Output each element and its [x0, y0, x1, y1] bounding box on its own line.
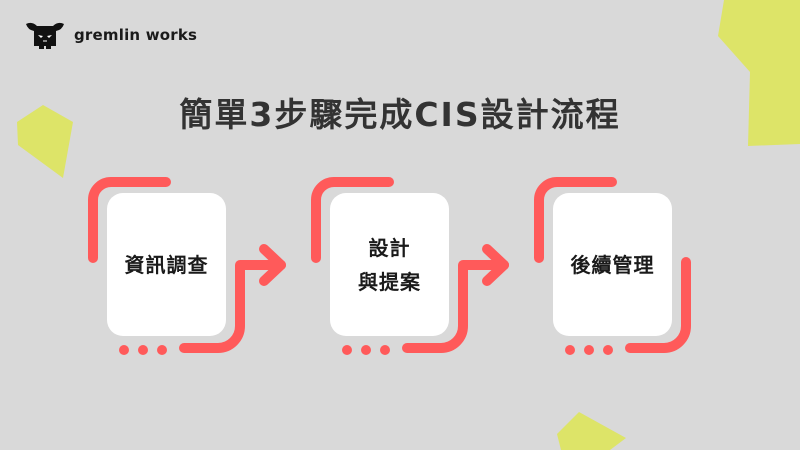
yellow-shape-left: [17, 105, 73, 178]
yellow-shape-top-right: [718, 0, 800, 146]
bottom-right-arc-3: [625, 257, 691, 353]
brand-logo: gremlin works: [24, 20, 197, 50]
gremlin-mascot-icon: [26, 22, 64, 49]
step-card-2: 設計 與提案: [330, 193, 449, 336]
dot: [380, 345, 390, 355]
top-left-arc-2: [311, 177, 394, 263]
step-label: 設計 與提案: [358, 235, 421, 294]
arrowhead-2: [482, 244, 509, 286]
step-card-3: 後續管理: [553, 193, 672, 336]
dot: [138, 345, 148, 355]
top-left-arc-1: [88, 177, 171, 263]
arrow-connector-2: [402, 260, 509, 353]
step-label: 後續管理: [570, 252, 655, 277]
dot: [361, 345, 371, 355]
top-left-arc-3: [534, 177, 617, 263]
dot: [157, 345, 167, 355]
step-card-1: 資訊調查: [107, 193, 226, 336]
dot: [584, 345, 594, 355]
arrowhead-1: [259, 244, 286, 286]
dot: [603, 345, 613, 355]
brand-name: gremlin works: [74, 26, 198, 44]
dot: [342, 345, 352, 355]
dot: [119, 345, 129, 355]
dot: [565, 345, 575, 355]
arrow-connector-1: [179, 260, 286, 353]
yellow-shape-bottom: [557, 412, 626, 450]
page-title: 簡單3步驟完成CIS設計流程: [179, 95, 621, 134]
step-label: 資訊調查: [124, 252, 209, 277]
